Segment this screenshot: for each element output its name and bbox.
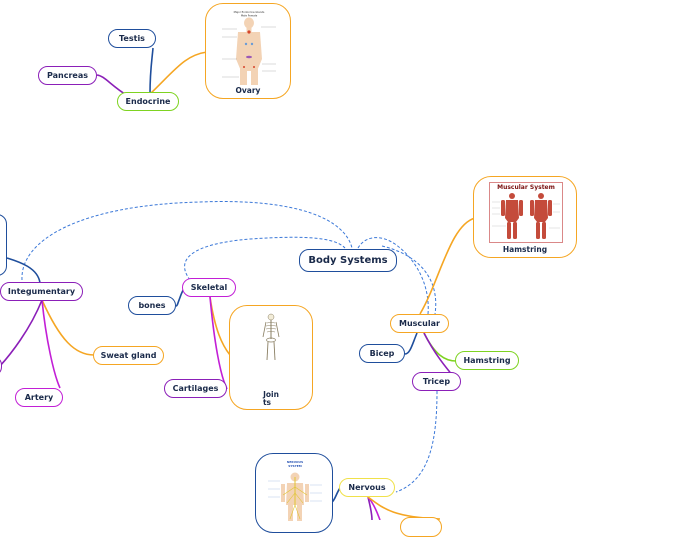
joints-caption-line1: Join [263, 390, 279, 399]
tricep-node[interactable]: Tricep [412, 372, 461, 391]
muscle-card[interactable]: Muscular System Hamstring [473, 176, 577, 258]
connector-muscular-hamstringcard [419, 217, 476, 315]
endocrine-image-title-1: Major Endocrine Glands [234, 10, 265, 14]
endocrine-glands-image: Major Endocrine Glands Male Female [220, 9, 278, 85]
nervous-image-title-2: SYSTEM [288, 464, 302, 468]
integumentary-node[interactable]: Integumentary [0, 282, 83, 301]
integumentary-topleft-node[interactable] [0, 214, 7, 276]
testis-label: Testis [119, 33, 145, 43]
root-node-body-systems[interactable]: Body Systems [299, 249, 397, 272]
muscle-image-title: Muscular System [497, 184, 555, 191]
connector-integumentary-artery [41, 299, 61, 389]
cartilages-node[interactable]: Cartilages [164, 379, 227, 398]
endocrine-node[interactable]: Endocrine [117, 92, 179, 111]
muscular-system-image: Muscular System [489, 182, 563, 243]
skeletal-label: Skeletal [190, 282, 228, 292]
nervous-orange-node[interactable] [400, 517, 442, 537]
relation-root-muscular [381, 245, 437, 315]
hamstring-node[interactable]: Hamstring [455, 351, 519, 370]
sweat-gland-label: Sweat gland [100, 350, 157, 360]
connector-integumentary-left [0, 299, 43, 367]
joints-card[interactable]: Join ts [229, 305, 313, 410]
hamstring-label: Hamstring [463, 355, 511, 365]
nervous-label: Nervous [348, 482, 386, 492]
bicep-label: Bicep [369, 348, 395, 358]
connector-integumentary-sweat [41, 299, 95, 356]
nervous-node[interactable]: Nervous [339, 478, 395, 497]
skeletal-node[interactable]: Skeletal [182, 278, 236, 297]
endocrine-image-title-2: Male Female [241, 14, 258, 18]
connector-endocrine-testis [149, 47, 154, 95]
connector-nervous-down1 [367, 496, 373, 520]
relation-muscular-root [357, 237, 429, 315]
artery-node[interactable]: Artery [15, 388, 63, 407]
skeleton-image [262, 313, 280, 361]
muscular-label: Muscular [399, 318, 440, 328]
relation-tricep-nervous [395, 390, 438, 493]
testis-node[interactable]: Testis [108, 29, 156, 48]
pancreas-node[interactable]: Pancreas [38, 66, 97, 85]
sweat-gland-node[interactable]: Sweat gland [93, 346, 164, 365]
tricep-label: Tricep [422, 376, 451, 386]
connector-muscular-hamstring [423, 332, 457, 362]
root-label: Body Systems [308, 254, 388, 266]
muscular-node[interactable]: Muscular [390, 314, 449, 333]
joints-caption-line2: ts [262, 398, 272, 407]
endocrine-label: Endocrine [125, 96, 171, 106]
bicep-node[interactable]: Bicep [359, 344, 405, 363]
nervous-image-title-1: NERVOUS [287, 460, 303, 464]
relation-integumentary-root [21, 201, 353, 281]
mind-map-connectors [0, 47, 476, 520]
ovary-caption: Ovary [235, 86, 261, 95]
integumentary-label: Integumentary [7, 286, 76, 296]
pancreas-label: Pancreas [46, 70, 88, 80]
bones-node[interactable]: bones [128, 296, 176, 315]
nervous-system-image: NERVOUS SYSTEM [268, 460, 322, 521]
cartilages-label: Cartilages [172, 383, 219, 393]
connector-endocrine-ovary [149, 51, 208, 95]
bones-label: bones [138, 300, 166, 310]
connector-muscular-bicep [404, 332, 418, 355]
relation-skeletal-root [184, 236, 346, 281]
connector-integumentary-topleft [6, 257, 41, 284]
muscle-caption: Hamstring [502, 245, 548, 254]
ovary-card[interactable]: Major Endocrine Glands Male Female Ovary [205, 3, 291, 99]
artery-label: Artery [24, 392, 54, 402]
nervous-image-card[interactable]: NERVOUS SYSTEM [255, 453, 333, 533]
